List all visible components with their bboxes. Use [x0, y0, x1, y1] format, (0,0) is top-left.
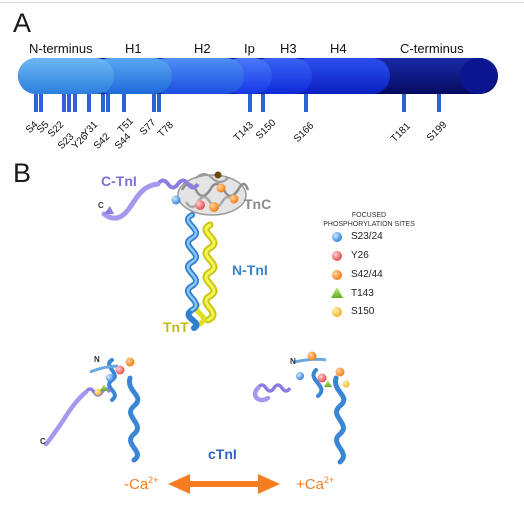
- ctni-structure-minus-ca: [43, 357, 141, 463]
- legend-title-line2: PHOSPHORYLATION SITES: [323, 221, 415, 228]
- label-minus-calcium-charge: 2+: [148, 475, 159, 485]
- ctni-structure-plus-ca: [252, 351, 350, 465]
- site-marker: [152, 94, 156, 112]
- legend-marker-orange: [332, 270, 342, 280]
- label-c-terminal-mark: C: [98, 201, 104, 210]
- troponin-complex-structure: [101, 171, 250, 331]
- site-marker: [304, 94, 308, 112]
- calcium-transition-arrow: [168, 474, 280, 494]
- legend-markers: [331, 232, 343, 317]
- label-n-mark-right: N: [290, 357, 296, 366]
- region-label-n-terminus: N-terminus: [29, 41, 93, 56]
- label-minus-calcium: -Ca2+: [124, 475, 158, 493]
- label-n-tni: N-TnI: [232, 262, 268, 278]
- legend-marker-blue: [332, 232, 342, 242]
- site-marker: [101, 94, 105, 112]
- label-c-mark-left: C: [40, 437, 46, 446]
- region-label-h2: H2: [194, 41, 211, 56]
- region-label-h3: H3: [280, 41, 297, 56]
- legend-marker-yellow: [332, 307, 342, 317]
- tnt-helix: [193, 221, 218, 327]
- site-marker: [402, 94, 406, 112]
- legend-title: FOCUSED PHOSPHORYLATION SITES: [310, 211, 428, 229]
- region-label-h1: H1: [125, 41, 142, 56]
- panel-a-letter: A: [13, 8, 32, 38]
- site-marker: [437, 94, 441, 112]
- protein-bar: [18, 58, 498, 94]
- region-label-ip: Ip: [244, 41, 255, 56]
- site-marker: [34, 94, 38, 112]
- site-marker: [261, 94, 265, 112]
- site-marker: [67, 94, 71, 112]
- panel-b-letter: B: [13, 158, 32, 188]
- segment-h2: [148, 58, 244, 94]
- segment-c-terminus-cap: [460, 58, 496, 94]
- label-tnt: TnT: [163, 319, 189, 335]
- site-marker: [62, 94, 66, 112]
- segment-n-terminus: [18, 58, 114, 94]
- label-plus-calcium: +Ca2+: [296, 475, 334, 493]
- region-label-h4: H4: [330, 41, 347, 56]
- site-markers: [34, 94, 441, 112]
- label-plus-calcium-charge: 2+: [323, 475, 335, 485]
- label-c-tni-center: cTnI: [208, 446, 237, 462]
- legend-marker-red: [332, 251, 342, 261]
- legend-item-y26: Y26: [351, 250, 369, 261]
- region-label-c-terminus: C-terminus: [400, 41, 464, 56]
- n-tni-helix: [185, 212, 200, 331]
- site-marker: [73, 94, 77, 112]
- legend-marker-green: [331, 287, 343, 298]
- legend-item-s150: S150: [351, 306, 375, 317]
- label-tnc: TnC: [244, 196, 272, 212]
- legend-item-t143: T143: [351, 288, 374, 299]
- segment-h4: [290, 58, 390, 94]
- label-c-tni: C-TnI: [101, 173, 137, 189]
- c-tni-chain: [101, 178, 200, 221]
- site-marker: [248, 94, 252, 112]
- legend-item-s23-24: S23/24: [351, 231, 383, 242]
- legend-title-line1: FOCUSED: [351, 212, 387, 219]
- legend-item-s42-44: S42/44: [351, 269, 383, 280]
- site-marker: [87, 94, 91, 112]
- site-marker: [157, 94, 161, 112]
- site-marker: [39, 94, 43, 112]
- segment-h1: [92, 58, 172, 94]
- label-minus-calcium-base: -Ca: [124, 476, 149, 493]
- site-marker: [106, 94, 110, 112]
- label-plus-calcium-base: +Ca: [296, 476, 324, 493]
- top-divider: [0, 2, 524, 3]
- label-n-mark-left: N: [94, 355, 100, 364]
- site-marker: [122, 94, 126, 112]
